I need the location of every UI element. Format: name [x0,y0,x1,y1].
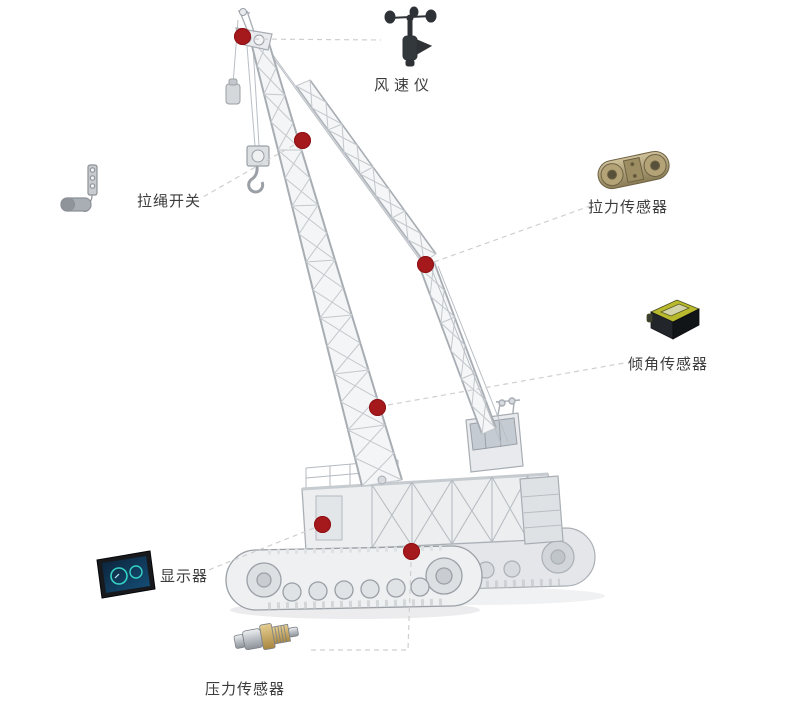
leader-display [205,527,315,572]
crane-jib-strut [295,79,437,263]
tilt-sensor-image [645,292,703,348]
pull-rope-switch-image [58,162,118,224]
leader-pressure-sensor [308,561,412,651]
leader-tension-sensor [433,205,591,263]
marker-body-display [314,516,331,533]
crane-cables [232,19,509,447]
label-pressure-sensor: 压力传感器 [205,680,286,698]
anemometer-image [383,4,438,74]
crane-track-near [225,545,483,611]
marker-boom-tip-anemometer [234,28,251,45]
crane-mast [419,261,497,435]
tension-sensor-image [590,136,678,209]
label-display: 显示器 [160,567,209,585]
marker-boom-mid-tilt-sensor [369,399,386,416]
crane-body [301,397,564,552]
leader-pull-rope-switch [202,144,295,198]
marker-undercarriage-pressure [403,543,420,560]
leader-tilt-sensor [387,362,625,406]
label-tension-sensor: 拉力传感器 [588,198,669,216]
label-tilt-sensor: 倾角传感器 [628,355,709,373]
marker-mast-top-tension-sensor [417,256,434,273]
display-image [95,548,157,606]
crane-hook [225,78,270,194]
leader-anemometer [253,38,382,41]
label-anemometer: 风速仪 [374,76,435,94]
label-pull-rope-switch: 拉绳开关 [137,192,202,210]
marker-boom-upper-pull-switch [294,132,311,149]
pressure-sensor-image [229,607,307,672]
